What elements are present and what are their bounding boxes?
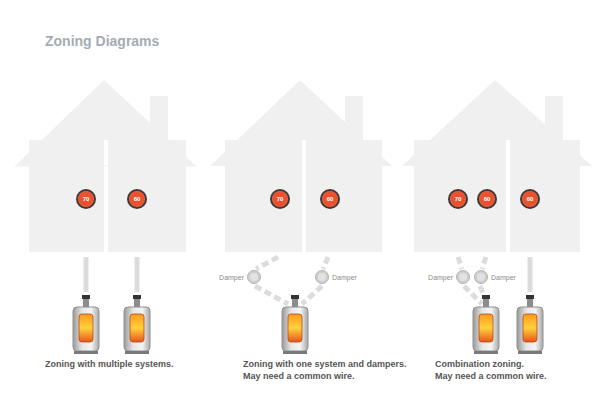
thermostat: 70 [76, 189, 96, 209]
damper: Damper [315, 270, 329, 284]
damper-label: Damper [332, 274, 357, 281]
damper-disc [315, 270, 329, 284]
dial-ring [448, 189, 468, 209]
furnace [124, 295, 150, 354]
thermostat: 70 [448, 189, 468, 209]
temperature-reading: 70 [448, 189, 468, 209]
damper-body [316, 271, 329, 284]
temperature-reading: 60 [320, 189, 340, 209]
house [402, 80, 592, 252]
dial-ring [270, 189, 290, 209]
damper: Damper [456, 270, 470, 284]
damper-label: Damper [491, 274, 516, 281]
damper-disc [474, 270, 488, 284]
damper-plate [477, 273, 485, 281]
damper-label: Damper [428, 274, 453, 281]
damper-plate [318, 273, 326, 281]
damper: Damper [474, 270, 488, 284]
house [210, 80, 392, 252]
temperature-reading: 70 [270, 189, 290, 209]
temperature-reading: 70 [76, 189, 96, 209]
thermostat: 60 [127, 189, 147, 209]
damper: Damper [247, 270, 261, 284]
dial-ring [520, 189, 540, 209]
furnace [282, 295, 308, 354]
damper-body [457, 271, 470, 284]
damper-plate [250, 273, 258, 281]
damper-disc [247, 270, 261, 284]
furnace [473, 295, 499, 354]
damper-disc [456, 270, 470, 284]
dial-ring [320, 189, 340, 209]
dial-ring [127, 189, 147, 209]
temperature-reading: 60 [127, 189, 147, 209]
furnace [517, 295, 543, 354]
thermostat: 70 [270, 189, 290, 209]
damper-body [248, 271, 261, 284]
caption-text: May need a common wire. [243, 371, 355, 381]
dial-ring [477, 189, 497, 209]
caption-text: Zoning with one system and dampers. [243, 359, 407, 369]
caption-text: Zoning with multiple systems. [45, 359, 174, 369]
damper-plate [459, 273, 467, 281]
temperature-reading: 60 [477, 189, 497, 209]
caption-text: Combination zoning. [435, 359, 524, 369]
dial-ring [76, 189, 96, 209]
damper-label: Damper [219, 274, 244, 281]
house [15, 80, 196, 252]
furnace [73, 295, 99, 354]
diagram-title: Zoning Diagrams [45, 33, 159, 49]
caption-text: May need a common wire. [435, 371, 547, 381]
duct-dashed [255, 257, 488, 304]
thermostat: 60 [477, 189, 497, 209]
temperature-reading: 60 [520, 189, 540, 209]
thermostat: 60 [520, 189, 540, 209]
thermostat: 60 [320, 189, 340, 209]
damper-body [475, 271, 488, 284]
